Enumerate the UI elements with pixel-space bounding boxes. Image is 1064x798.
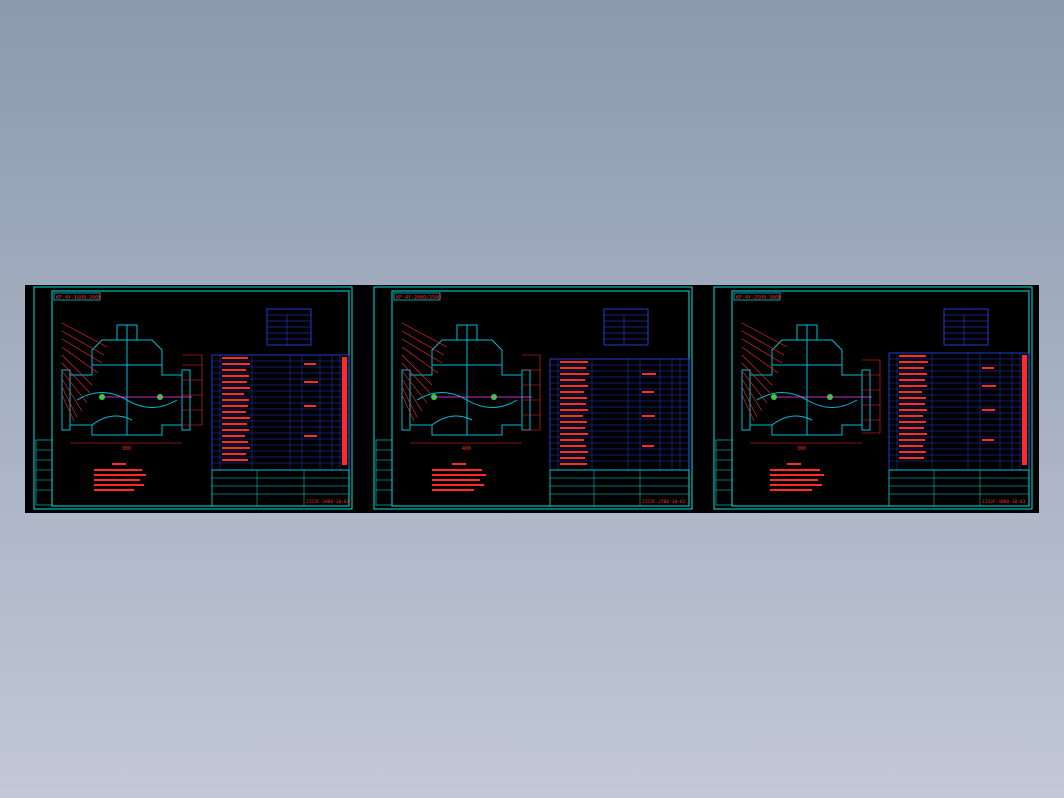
sheet-code: KF-4Y-2000/2500 bbox=[396, 295, 441, 301]
drawing-sheet-2[interactable]: KF-4Y-2000/2500 bbox=[372, 285, 694, 513]
dimension-label: 400 bbox=[462, 446, 471, 452]
cad-drawing-2: KF-4Y-2000/2500 bbox=[373, 286, 693, 510]
sheet-code: KF-4Y-1600-2000 bbox=[56, 295, 101, 301]
drawing-number: ZJ33F-3000-10-03 bbox=[982, 499, 1026, 505]
drawing-sheet-3[interactable]: KF-4Y-2500-3000 bbox=[712, 285, 1034, 513]
drawing-number: ZJ33F-2000-10-01 bbox=[306, 499, 350, 505]
cad-drawing-1: KF-4Y-1600-2000 bbox=[33, 286, 353, 510]
drawing-strip: KF-4Y-1600-2000 bbox=[25, 285, 1039, 513]
cad-drawing-3: KF-4Y-2500-3000 bbox=[713, 286, 1033, 510]
drawing-number: ZJ33F-2500-10-02 bbox=[642, 499, 686, 505]
dimension-label: 300 bbox=[797, 446, 806, 452]
sheet-code: KF-4Y-2500-3000 bbox=[736, 295, 781, 301]
drawing-sheet-1[interactable]: KF-4Y-1600-2000 bbox=[32, 285, 354, 513]
dimension-label: 300 bbox=[122, 446, 131, 452]
